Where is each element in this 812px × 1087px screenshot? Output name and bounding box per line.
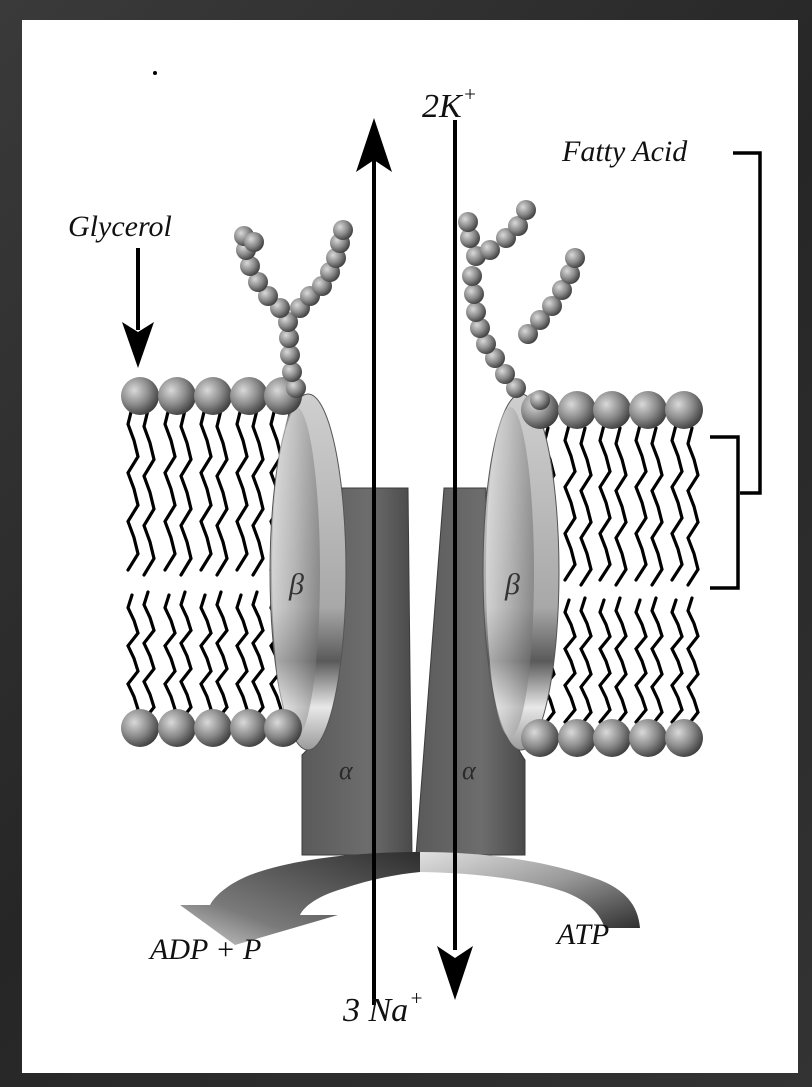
sugar-bead [530,390,550,410]
lipid-tail [616,598,626,725]
lipid-tail [652,428,662,585]
lipid-tail [201,595,211,722]
sugar-bead [244,232,264,252]
phospholipid-head [121,709,159,747]
sugar-bead [464,284,484,304]
phospholipid-head [629,719,667,757]
lipid-tail [144,592,154,720]
lipid-tail [253,592,263,720]
phospholipid-head [230,377,268,415]
phospholipid-head [194,377,232,415]
phospholipid-head [665,391,703,429]
sugar-bead [333,220,353,240]
phospholipid-head [629,391,667,429]
lipid-tail [581,428,591,585]
lipid-tail [672,425,682,580]
sugar-bead [282,362,302,382]
lipid-tail [672,600,682,722]
phospholipid-head [558,719,596,757]
phospholipid-head [158,377,196,415]
sugar-bead [565,248,585,268]
sugar-bead [280,345,300,365]
lipid-tail [636,600,646,722]
sugar-bead [466,302,486,322]
potassium-label: 2K+ [422,84,477,124]
beta-subunit-left [270,394,346,750]
adp-arrow [180,852,420,945]
alpha-label-right: α [462,758,476,784]
adp-label: ADP + P [150,935,261,965]
lipid-tail [688,428,698,585]
oligosaccharide-chains [234,200,585,410]
speck [153,71,157,75]
lipid-tail [217,410,227,575]
lipid-tail [237,595,247,722]
lipid-tail [217,592,227,720]
beta-subunit-right [483,394,559,750]
lipid-tail [165,595,175,722]
lipid-tail [181,410,191,575]
alpha-label-left: α [339,758,353,784]
lipid-tail [144,410,154,575]
glycerol-arrow [122,248,154,368]
lipid-tail [128,595,138,722]
phospholipid-head [264,709,302,747]
glycerol-label: Glycerol [68,212,172,242]
lipid-tail [237,408,247,570]
phospholipid-head [593,391,631,429]
lipid-tail [565,425,575,580]
phospholipid-head [121,377,159,415]
sodium-label: 3 Na+ [343,988,423,1028]
sugar-bead [516,200,536,220]
fatty-acid-bracket [710,153,760,588]
phospholipid-head [521,719,559,757]
lipid-tail [181,592,191,720]
lipid-tail [652,598,662,725]
lipid-tail [565,600,575,722]
lipid-tail [201,408,211,570]
phospholipid-head [158,709,196,747]
phospholipid-head [230,709,268,747]
lipid-tail [616,428,626,585]
phospholipid-head [593,719,631,757]
atp-label: ATP [557,920,609,950]
phospholipid-head [194,709,232,747]
sugar-bead [480,240,500,260]
sugar-bead [458,212,478,232]
lipid-tail [600,425,610,580]
lipid-tail [636,425,646,580]
lipid-tails [128,408,698,725]
phospholipid-head [665,719,703,757]
sugar-bead [462,266,482,286]
beta-label-left: β [289,570,304,600]
lipid-tail [600,600,610,722]
lipid-tail [688,598,698,725]
lipid-tail [253,410,263,575]
lipid-tail [165,408,175,570]
beta-label-right: β [505,570,520,600]
lipid-tail [581,598,591,725]
lipid-tail [128,408,138,570]
fatty-acid-label: Fatty Acid [562,137,687,167]
phospholipid-head [558,391,596,429]
